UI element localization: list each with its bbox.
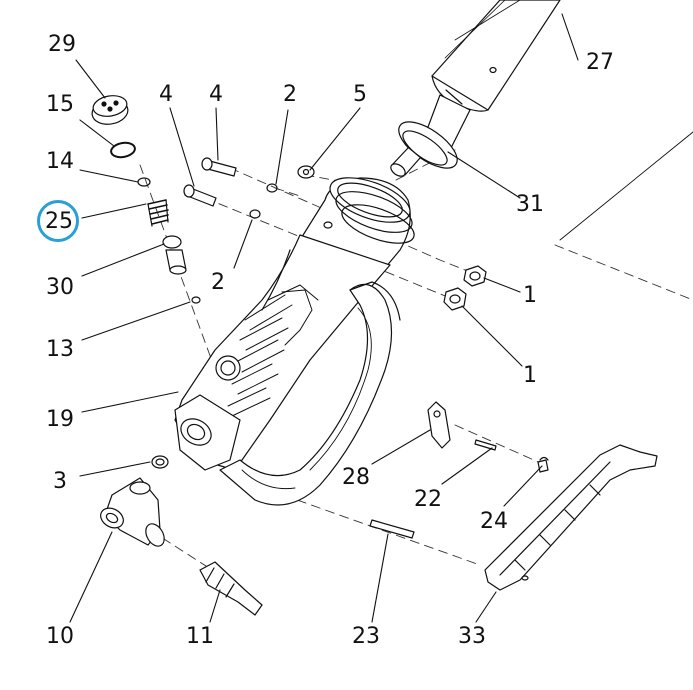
callout-33[interactable]: 33 [458, 624, 486, 649]
callout-3[interactable]: 3 [53, 469, 67, 494]
callout-29[interactable]: 29 [48, 32, 76, 57]
part-29-cap [91, 95, 129, 125]
callout-23[interactable]: 23 [352, 624, 380, 649]
callout-4-left[interactable]: 4 [159, 82, 173, 107]
callout-1-upper[interactable]: 1 [523, 283, 537, 308]
highlight-ring-25 [37, 200, 79, 242]
part-22-pin [474, 439, 497, 451]
part-27-tube [431, 0, 561, 112]
callout-25[interactable]: 25 [45, 209, 73, 234]
part-25-spring [147, 199, 169, 227]
callout-13[interactable]: 13 [46, 337, 74, 362]
callout-5[interactable]: 5 [353, 82, 367, 107]
callout-11[interactable]: 11 [186, 624, 214, 649]
leader-lines [69, 13, 579, 623]
part-3-ring [151, 455, 169, 469]
callout-4-right[interactable]: 4 [209, 82, 223, 107]
part-33-trigger [484, 444, 658, 591]
callout-31[interactable]: 31 [516, 192, 544, 217]
part-11-fitting [199, 561, 263, 616]
part-15-o-ring [110, 141, 136, 159]
reference-line [559, 131, 693, 241]
part-4-screws [183, 157, 237, 207]
callout-14[interactable]: 14 [46, 149, 74, 174]
part-2-washer-upper [266, 183, 278, 193]
part-19-handle-body [174, 177, 415, 506]
callout-15[interactable]: 15 [46, 92, 74, 117]
part-28-clip [427, 401, 451, 449]
part-2-washer-lower [249, 209, 261, 219]
part-14-washer [137, 177, 151, 187]
callout-2-lower[interactable]: 2 [211, 270, 225, 295]
callout-19[interactable]: 19 [46, 407, 74, 432]
part-5-screw [297, 165, 315, 179]
callout-24[interactable]: 24 [480, 509, 508, 534]
part-13-washer [191, 296, 201, 304]
callout-27[interactable]: 27 [586, 50, 614, 75]
part-24-spring-clip [537, 456, 549, 473]
callout-10[interactable]: 10 [46, 624, 74, 649]
part-30-valve [162, 235, 187, 275]
callout-2-top[interactable]: 2 [283, 82, 297, 107]
part-23-pin [369, 519, 415, 539]
callout-22[interactable]: 22 [414, 487, 442, 512]
part-1-nuts [443, 265, 487, 311]
callout-1-lower[interactable]: 1 [523, 363, 537, 388]
part-31-flange [390, 94, 471, 177]
callout-28[interactable]: 28 [342, 465, 370, 490]
callout-30[interactable]: 30 [46, 275, 74, 300]
part-10-elbow [100, 477, 165, 547]
